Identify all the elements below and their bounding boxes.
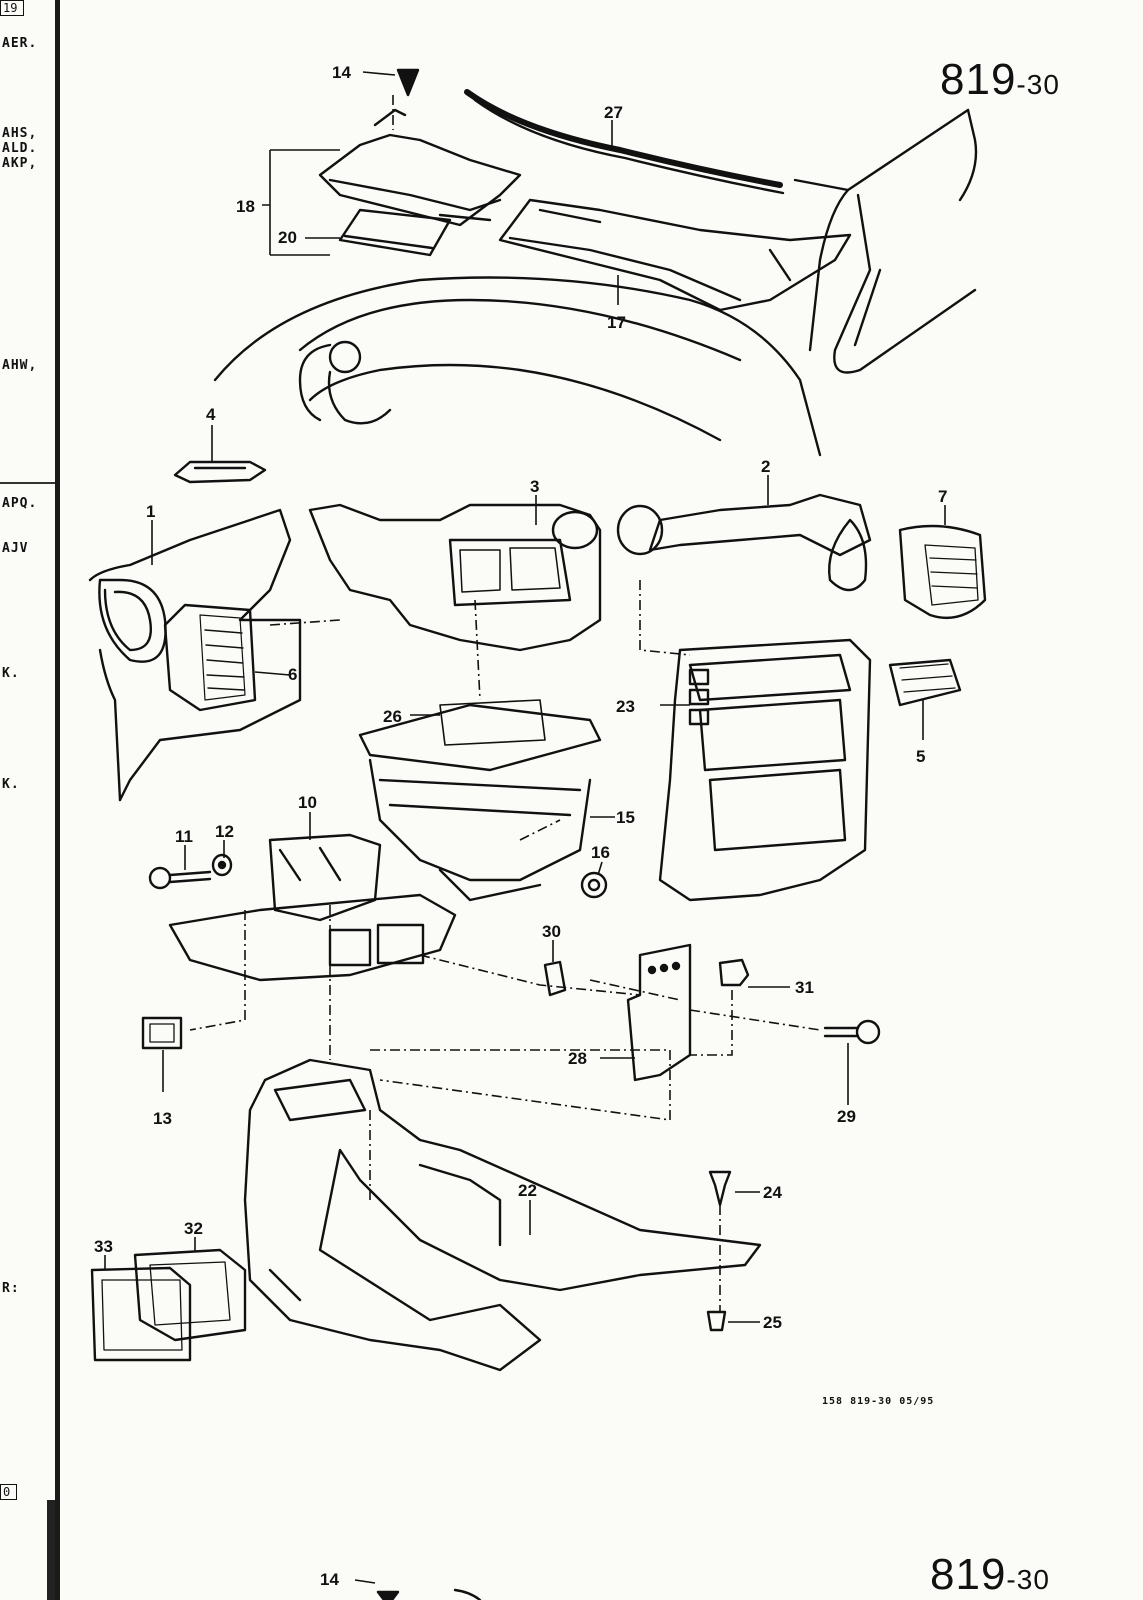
page-title-next: 819-30 <box>930 1550 1050 1600</box>
callout: 33 <box>94 1237 113 1256</box>
callout: 5 <box>916 747 925 766</box>
callout: 30 <box>542 922 561 941</box>
edge-code: K. <box>2 777 20 792</box>
box-tag-top: 19 <box>0 0 25 16</box>
left-duct-panel <box>88 508 302 802</box>
callout: 17 <box>607 313 626 332</box>
edge-code: K. <box>2 666 20 681</box>
box-tag-bottom: 0 <box>0 1484 18 1500</box>
vent-5 <box>888 658 962 707</box>
callout: 26 <box>383 707 402 726</box>
nut-16 <box>580 871 608 899</box>
callout: 3 <box>530 477 539 496</box>
console-22 <box>243 1058 762 1372</box>
callout: 27 <box>604 103 623 122</box>
exploded-parts-diagram: 14 27 18 20 17 4 2 3 7 1 6 23 5 26 15 10… <box>88 63 987 1600</box>
callout: 16 <box>591 843 610 862</box>
title-suffix: -30 <box>1016 69 1060 100</box>
callout: 15 <box>616 808 635 827</box>
callout: 6 <box>288 665 297 684</box>
clip-25 <box>706 1310 727 1332</box>
callout: 10 <box>298 793 317 812</box>
page-title: 819-30 <box>940 55 1060 105</box>
leader-lines <box>104 71 946 1584</box>
seal-strip <box>464 89 785 195</box>
callout: 7 <box>938 487 947 506</box>
edge-code: APQ. <box>2 496 38 511</box>
body-outline <box>213 108 978 457</box>
edge-code: ALD. <box>2 141 38 156</box>
clip-top <box>396 68 420 97</box>
callout: 11 <box>175 827 193 846</box>
screw-24 <box>708 1170 732 1207</box>
title-main: 819 <box>930 1550 1007 1599</box>
callout: 12 <box>215 822 234 841</box>
callout: 13 <box>153 1109 172 1128</box>
callout: 23 <box>616 697 635 716</box>
callout: 31 <box>795 978 814 997</box>
drawing-reference: 158 819-30 05/95 <box>822 1396 935 1407</box>
binding-spine <box>55 0 60 1600</box>
screw-29 <box>823 1019 881 1045</box>
callout: 22 <box>518 1181 537 1200</box>
nut-31 <box>718 958 750 987</box>
callout: 32 <box>184 1219 203 1238</box>
edge-code: R: <box>2 1281 20 1296</box>
center-module <box>358 699 602 902</box>
center-dash-housing <box>308 503 664 652</box>
title-suffix: -30 <box>1006 1564 1050 1595</box>
center-bezel <box>658 638 872 902</box>
lower-bracket <box>168 893 457 982</box>
clip-30 <box>543 960 567 997</box>
washer-12 <box>211 853 233 877</box>
cowl-cover-left <box>318 108 522 227</box>
cowl-cover-right <box>498 198 852 312</box>
clip-bottom <box>376 1588 482 1600</box>
edge-code: AKP, <box>2 156 38 171</box>
callout: 18 <box>236 197 255 216</box>
duct-right <box>648 493 872 592</box>
bracket-28 <box>626 943 692 1082</box>
assembly-lines <box>189 95 821 1312</box>
callout: 2 <box>761 457 770 476</box>
clip-4 <box>173 460 267 484</box>
vent-right <box>898 524 987 620</box>
screw-11 <box>148 866 212 890</box>
title-main: 819 <box>940 55 1017 104</box>
callout-labels: 14 27 18 20 17 4 2 3 7 1 6 23 5 26 15 10… <box>94 63 947 1589</box>
filter <box>338 208 452 257</box>
callout: 29 <box>837 1107 856 1126</box>
callout: 28 <box>568 1049 587 1068</box>
callout: 20 <box>278 228 297 247</box>
switch-13 <box>141 1016 183 1050</box>
left-margin: 19 AER. AHS, ALD. AKP, AHW, APQ. AJV K. … <box>0 0 62 1600</box>
callout: 25 <box>763 1313 782 1332</box>
callout: 4 <box>206 405 216 424</box>
switch-panel-33 <box>90 1266 192 1362</box>
edge-code: AER. <box>2 36 38 51</box>
edge-code: AHS, <box>2 126 38 141</box>
vent-left <box>163 603 257 712</box>
switch-panel-32 <box>133 1248 247 1342</box>
edge-code: AHW, <box>2 358 38 373</box>
callout: 1 <box>146 502 155 521</box>
callout: 14 <box>332 63 351 82</box>
binding-spine-shadow <box>47 1500 55 1600</box>
divider <box>0 482 55 484</box>
edge-code: AJV <box>2 541 29 556</box>
callout: 24 <box>763 1183 782 1202</box>
callout: 14 <box>320 1570 339 1589</box>
